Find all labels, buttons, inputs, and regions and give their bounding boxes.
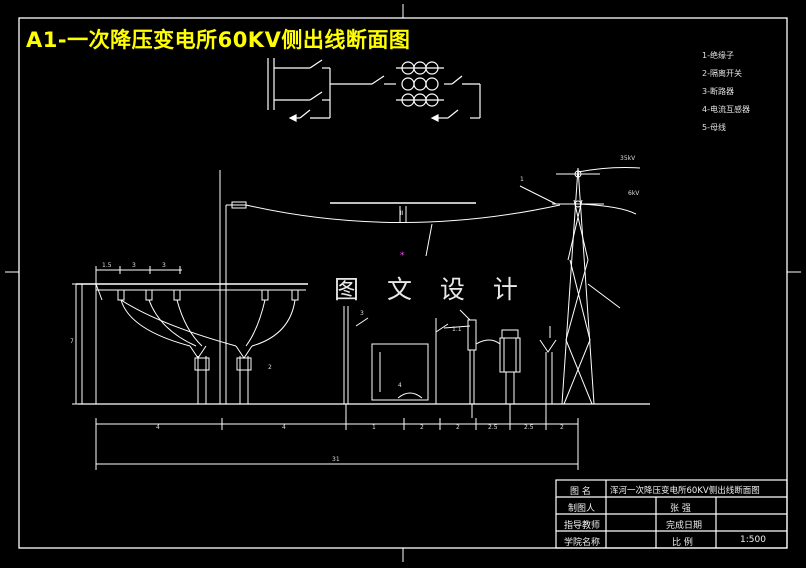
- left-gantry: [72, 266, 308, 405]
- bottom-dim: 2: [560, 424, 564, 431]
- title-block-drafter-label: 制图人: [568, 504, 596, 514]
- drawing-title: A1-一次降压变电所60KV侧出线断面图: [26, 28, 411, 52]
- svg-text:*: *: [400, 251, 405, 261]
- voltage-label-right: 6kV: [628, 190, 640, 197]
- left-pole: [219, 170, 561, 404]
- title-block-name-value: 浑河一次降压变电所60KV侧出线断面图: [610, 486, 760, 496]
- title-block-scale-label: 比 例: [672, 538, 693, 548]
- bottom-dim: 2.5: [524, 424, 534, 431]
- voltage-label-top: 35kV: [620, 155, 636, 162]
- watermark-text: 图 文 设 计: [334, 275, 528, 304]
- total-dimension: 31: [332, 456, 340, 463]
- bottom-dim: 1: [372, 424, 376, 431]
- top-dim: 3: [132, 262, 136, 269]
- bottom-dim: 2: [456, 424, 460, 431]
- bottom-dim: 2: [420, 424, 424, 431]
- bottom-dim: 2.5: [488, 424, 498, 431]
- equipment-bay: [343, 306, 557, 405]
- right-tower: [519, 167, 641, 405]
- title-block-name-label: 图 名: [570, 487, 591, 497]
- callout-1-1: 1.1: [452, 326, 462, 333]
- title-block: [555, 479, 788, 549]
- top-dim: 3: [162, 262, 166, 269]
- callout-1: 1: [520, 176, 524, 183]
- title-block-drafter-value: 张 强: [670, 504, 691, 514]
- title-block-advisor-label: 指导教师: [564, 521, 601, 531]
- legend-item: 5-母线: [702, 123, 726, 132]
- title-block-college-label: 学院名称: [564, 538, 601, 548]
- title-block-scale-value: 1:500: [740, 535, 766, 545]
- top-dim: 1.5: [102, 262, 112, 269]
- component-legend: 1-绝缘子 2-隔离开关 3-断路器 4-电流互感器 5-母线: [702, 47, 750, 137]
- legend-item: 1-绝缘子: [702, 51, 734, 60]
- callout-3: 3: [360, 310, 364, 317]
- single-line-schematic: [267, 58, 481, 122]
- bay-label: II: [400, 210, 404, 217]
- bottom-dim: 4: [282, 424, 286, 431]
- height-dimension: 7: [70, 338, 74, 345]
- bottom-dimensions: [95, 404, 579, 470]
- legend-item: 4-电流互感器: [702, 105, 750, 114]
- bottom-dim: 4: [156, 424, 160, 431]
- callout-2: 2: [268, 364, 272, 371]
- legend-item: 2-隔离开关: [702, 69, 742, 78]
- title-block-date-label: 完成日期: [666, 521, 703, 531]
- callout-4: 4: [398, 382, 402, 389]
- legend-item: 3-断路器: [702, 87, 734, 96]
